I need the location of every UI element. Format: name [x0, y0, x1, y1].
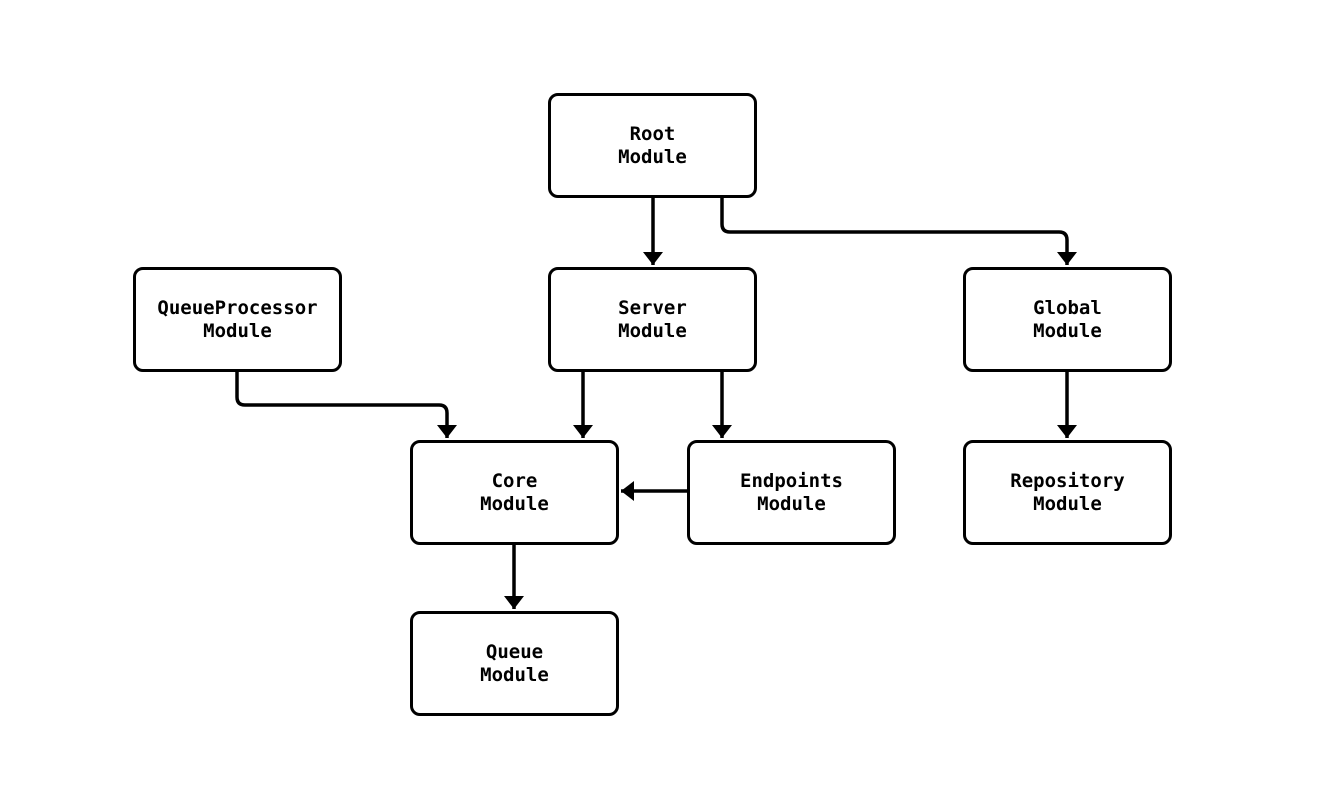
node-label: Server Module	[618, 297, 687, 342]
edge-root-to-global	[720, 198, 1077, 265]
node-repository-module: Repository Module	[963, 440, 1172, 545]
node-core-module: Core Module	[410, 440, 619, 545]
node-global-module: Global Module	[963, 267, 1172, 372]
node-label: Repository Module	[1010, 470, 1125, 515]
node-label: Root Module	[618, 123, 687, 168]
node-root-module: Root Module	[548, 93, 757, 198]
node-endpoints-module: Endpoints Module	[687, 440, 896, 545]
node-label: QueueProcessor Module	[157, 297, 318, 342]
node-label: Core Module	[480, 470, 549, 515]
node-queueprocessor-module: QueueProcessor Module	[133, 267, 342, 372]
node-label: Endpoints Module	[740, 470, 843, 515]
edge-queueprocessor-to-core	[235, 372, 457, 438]
node-queue-module: Queue Module	[410, 611, 619, 716]
node-label: Global Module	[1033, 297, 1102, 342]
node-label: Queue Module	[480, 641, 549, 686]
node-server-module: Server Module	[548, 267, 757, 372]
